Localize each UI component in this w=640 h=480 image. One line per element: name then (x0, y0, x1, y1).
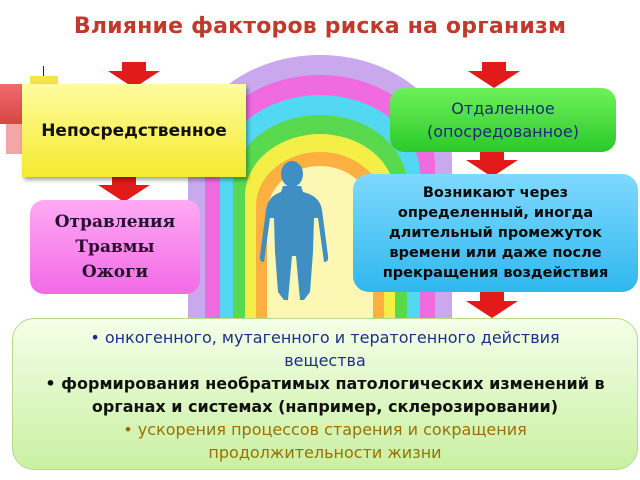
consequences-box: • онкогенного, мутагенного и тератогенно… (12, 318, 638, 470)
corner-pink-shape (6, 124, 22, 154)
consequence-line: • формирования необратимых патологически… (45, 374, 605, 393)
arrow-down-icon (108, 62, 160, 88)
consequence-line: • ускорения процессов старения и сокраще… (123, 420, 527, 439)
description-line: времени или даже после (389, 245, 602, 261)
arrow-down-icon (466, 292, 518, 318)
consequence-line: вещества (284, 351, 366, 370)
effect-item: Ожоги (81, 261, 149, 282)
description-line: прекращения воздействия (382, 265, 609, 281)
description-line: Возникают через (422, 185, 569, 201)
human-figure-icon (259, 161, 329, 300)
description-line: определенный, иногда (397, 205, 594, 221)
remote-effect-sublabel: (опосредованное) (427, 122, 579, 141)
consequence-line: органах и системах (например, склерозиро… (91, 397, 559, 416)
consequence-line: продолжительности жизни (208, 443, 442, 462)
consequence-line: • онкогенного, мутагенного и тератогенно… (90, 328, 560, 347)
remote-description-box: Возникают через определенный, иногда дли… (353, 174, 638, 292)
corner-red-shape (0, 84, 22, 124)
remote-effect-label: Отдаленное (451, 99, 555, 118)
remote-effect-box: Отдаленное (опосредованное) (390, 88, 616, 152)
description-line: длительный промежуток (389, 225, 602, 241)
page-title: Влияние факторов риска на организм (73, 14, 567, 39)
arrow-down-icon (466, 151, 518, 177)
immediate-effect-label: Непосредственное (41, 120, 227, 141)
immediate-effect-box: Непосредственное (22, 84, 246, 177)
immediate-effects-list: Отравления Травмы Ожоги (30, 200, 200, 294)
effect-item: Травмы (75, 236, 155, 257)
corner-line (43, 66, 44, 78)
effect-item: Отравления (54, 211, 176, 232)
arrow-down-icon (98, 176, 150, 202)
arrow-down-icon (468, 62, 520, 88)
